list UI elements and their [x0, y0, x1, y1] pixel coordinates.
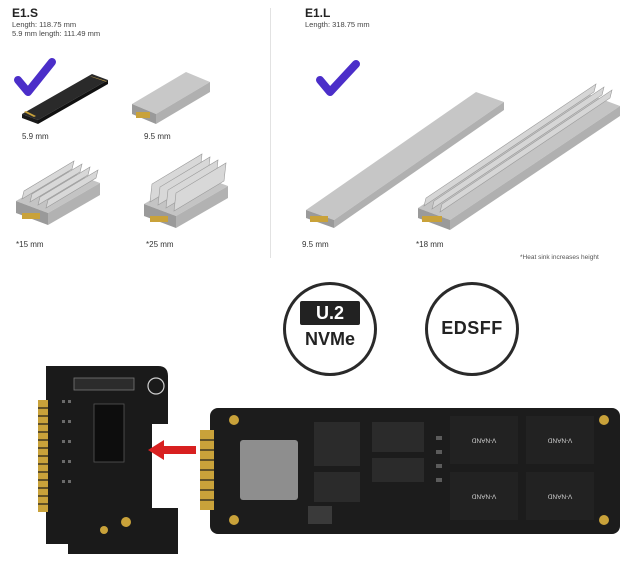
e1s-59mm-module — [14, 58, 108, 124]
e1s-title: E1.S — [12, 6, 39, 20]
nand-chip-label: V-NAND — [471, 492, 496, 499]
ssd-board: V-NAND V-NAND V-NAND V-NAND — [200, 408, 620, 534]
nand-chip-label: V-NAND — [547, 492, 572, 499]
arrow-icon — [148, 440, 196, 460]
nand-chip-label: V-NAND — [547, 436, 572, 443]
edsff-badge: EDSFF — [425, 282, 519, 376]
e1l-variant-label: 9.5 mm — [302, 240, 329, 249]
section-divider — [270, 8, 271, 258]
check-icon — [14, 58, 56, 96]
check-icon — [316, 60, 360, 96]
e1l-length: Length: 318.75 mm — [305, 20, 370, 29]
e1s-15mm-module — [16, 160, 100, 225]
e1s-variant-label: 9.5 mm — [144, 132, 171, 141]
e1l-95mm-module — [306, 92, 504, 228]
adapter-board — [38, 366, 178, 554]
e1l-variant-label: *18 mm — [416, 240, 444, 249]
e1s-length: Length: 118.75 mm — [12, 20, 77, 29]
e1s-variant-label: 5.9 mm — [22, 132, 49, 141]
e1l-18mm-module — [418, 83, 620, 230]
e1s-59-length: 5.9 mm length: 111.49 mm — [12, 29, 101, 38]
u2-label: U.2 — [300, 301, 360, 325]
nand-chip-label: V-NAND — [471, 436, 496, 443]
e1l-title: E1.L — [305, 6, 331, 20]
e1s-variant-label: *15 mm — [16, 240, 44, 249]
heat-sink-note: *Heat sink increases height — [520, 254, 599, 261]
e1s-variant-label: *25 mm — [146, 240, 174, 249]
edsff-label: EDSFF — [441, 318, 503, 338]
nvme-label: NVMe — [304, 329, 355, 349]
e1s-25mm-module — [144, 153, 228, 228]
u2-nvme-badge: U.2 NVMe — [283, 282, 377, 376]
e1s-95mm-module — [132, 72, 210, 124]
